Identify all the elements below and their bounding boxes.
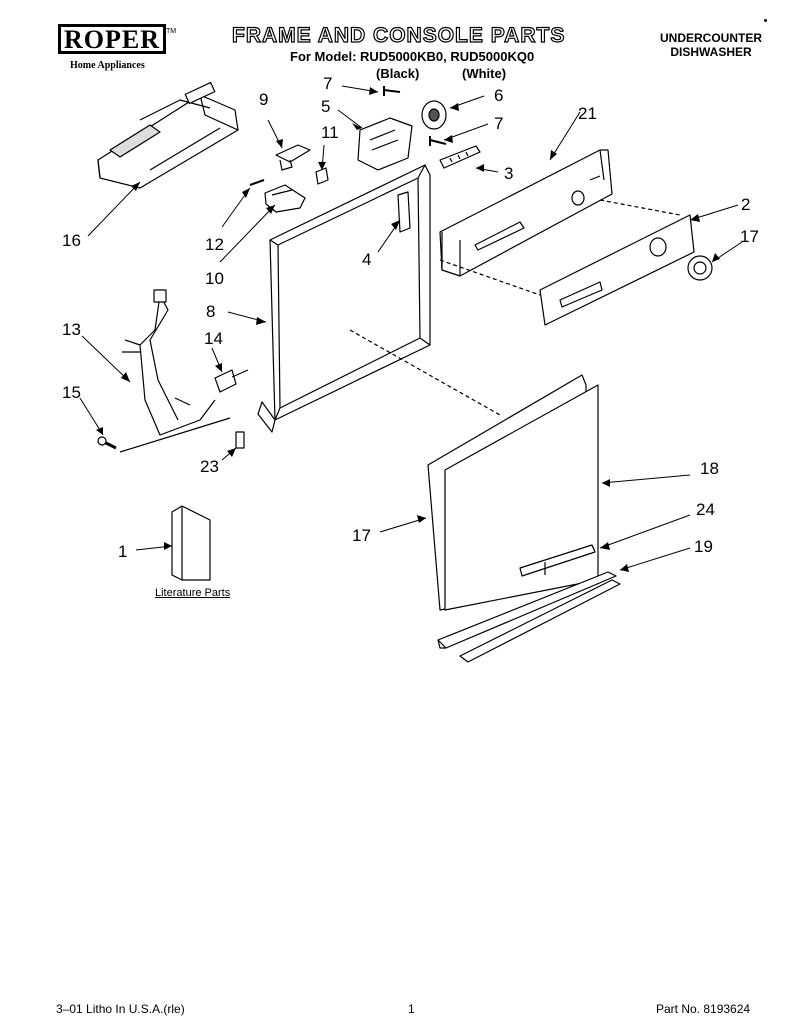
callout-19: 18 (700, 459, 719, 478)
model-line: For Model: RUD5000KB0, RUD5000KQ0 (290, 49, 535, 64)
part-8-door-frame (257, 164, 431, 433)
callout-9: 9 (259, 90, 269, 109)
callout-4: 4 (362, 250, 372, 269)
callout-7-right: 7 (494, 114, 504, 133)
brand-logo-box (58, 24, 166, 54)
callout-5: 5 (321, 97, 331, 116)
brand-logo: ROPER (64, 25, 160, 54)
part-16-console-bracket (97, 81, 239, 189)
callout-13: 13 (62, 320, 81, 339)
callout-11: 11 (321, 123, 339, 142)
part-1-literature (171, 505, 211, 581)
callout-3: 3 (504, 164, 514, 183)
callout-12: 12 (205, 235, 224, 254)
callout-2: 2 (741, 195, 751, 214)
callout-1: 1 (118, 542, 128, 561)
callout-7-top: 7 (323, 74, 333, 93)
part-4-actuator (397, 191, 411, 233)
part-3-switch-bar (439, 145, 481, 169)
footer-page-number: 1 (408, 1002, 415, 1016)
part-9-switch (275, 144, 311, 171)
callout-20: 19 (694, 537, 713, 556)
variant-white: (White) (462, 66, 507, 81)
callout-10: 10 (205, 269, 224, 288)
part-12-clip (249, 179, 265, 186)
part-7-screw-right (429, 136, 447, 146)
part-23-clip (235, 431, 245, 449)
part-20-trim (437, 571, 621, 663)
dashed-leader (439, 259, 541, 296)
corner-dot (764, 19, 767, 22)
callout-16: 16 (62, 231, 81, 250)
part-15-screw (97, 436, 117, 450)
part-14-thermostat (214, 369, 249, 393)
footer-part-number: Part No. 8193624 (656, 1002, 751, 1016)
dashed-leader (349, 329, 501, 416)
callout-15: 15 (62, 383, 81, 402)
callout-21: 21 (578, 104, 597, 123)
callout-18: 17 (352, 526, 371, 545)
callout-24: 24 (696, 500, 715, 519)
literature-parts-label: Literature Parts (155, 587, 231, 599)
part-17-knob (687, 255, 713, 281)
dashed-leader (599, 199, 681, 216)
callout-17: 17 (740, 227, 759, 246)
callout-6: 6 (494, 86, 504, 105)
callout-23: 23 (200, 457, 219, 476)
part-5-latch (357, 117, 413, 171)
part-24-strip (519, 544, 596, 577)
part-21-console (439, 149, 613, 277)
trademark-mark: TM (166, 28, 177, 35)
part-7-screw-top (383, 86, 401, 96)
part-11-fuse (315, 167, 329, 185)
brand-subtitle: Home Appliances (70, 60, 145, 71)
part-13-harness (122, 289, 216, 436)
part-6-knob (421, 100, 447, 130)
page-title: FRAME AND CONSOLE PARTS (231, 23, 566, 47)
callout-14: 14 (204, 329, 223, 348)
part-2-overlay (539, 214, 695, 326)
product-type-line1: UNDERCOUNTER (660, 31, 762, 45)
footer-litho: 3–01 Litho In U.S.A.(rle) (56, 1002, 185, 1016)
product-type-line2: DISHWASHER (670, 45, 752, 59)
connector-line (119, 417, 231, 453)
callout-8: 8 (206, 302, 216, 321)
variant-black: (Black) (376, 66, 420, 81)
